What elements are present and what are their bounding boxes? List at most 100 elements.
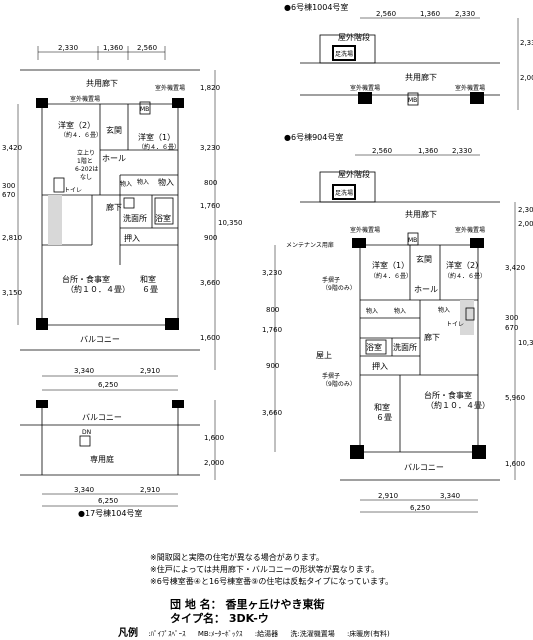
- label-1004-mb: MB: [408, 97, 417, 104]
- dim-top-2: 1,360: [103, 44, 123, 52]
- legend-title: 凡例: [118, 628, 138, 639]
- dim-904-right-1: 2,300: [518, 206, 533, 214]
- dim-right-6: 900: [204, 234, 217, 242]
- label-balcony: バルコニー: [80, 335, 120, 344]
- label-904-sink: 足洗場: [335, 189, 353, 197]
- room-904-oshiire: 押入: [372, 361, 388, 371]
- room-904-youshitsu1-size: （約４．６畳）: [370, 272, 412, 280]
- room-904-monoire2: 物入: [394, 307, 406, 315]
- room-youshitsu2: 洋室（2）: [58, 120, 95, 130]
- dim-904-left-4: 900: [266, 362, 279, 370]
- room-904-roka: 廊下: [424, 332, 440, 342]
- room-kitchen-size: （約１０．４畳）: [66, 284, 130, 294]
- dim-right-2: 3,230: [200, 144, 220, 152]
- room-note-2: 1階と: [77, 157, 93, 165]
- dim-904-right-5: 670: [505, 324, 518, 332]
- legend-washer: 洗:洗濯機置場: [290, 630, 335, 638]
- complex-value: 香里ヶ丘けやき東街: [225, 598, 325, 611]
- label-meter2: 室外機置場: [155, 84, 185, 92]
- dim-904-left-1: 3,230: [262, 269, 282, 277]
- room-904-railing2-a: 手摺子: [322, 372, 340, 380]
- dim-mid-total: 6,250: [98, 381, 118, 389]
- dim-904-top-1: 2,560: [372, 147, 392, 155]
- room-note-3: 6-202は: [75, 166, 98, 173]
- dim-top-3: 2,560: [137, 44, 157, 52]
- room-oshiire: 押入: [124, 233, 140, 243]
- room-904-senmenjo: 洗面所: [393, 342, 417, 352]
- dim-904-left-2: 800: [266, 306, 279, 314]
- room-904-railing2-b: （9階のみ）: [322, 380, 356, 388]
- type-row: タイプ名： 3DK-ウ: [170, 612, 325, 626]
- label-1004-sink: 足洗場: [335, 50, 353, 58]
- room-904-youshitsu2: 洋室（2）: [446, 260, 483, 270]
- room-904-kitchen-size: （約１０．４畳）: [426, 400, 490, 410]
- room-note-4: なし: [80, 174, 92, 181]
- label-dn: DN: [82, 429, 91, 436]
- dim-904-bottom-2: 3,340: [440, 492, 460, 500]
- label-mb: MB: [140, 106, 149, 113]
- dim-right-7: 3,660: [200, 279, 220, 287]
- dim-top-1: 2,330: [58, 44, 78, 52]
- dim-904-bottom-total: 6,250: [410, 504, 430, 512]
- room-904-kitchen: 台所・食事室: [424, 390, 472, 400]
- note-3: ※6号棟室番④と16号棟室番⑨の住宅は反転タイプになっています。: [150, 577, 394, 586]
- room-904-youshitsu2-size: （約４．６畳）: [444, 272, 486, 280]
- room-904-hall: ホール: [414, 285, 438, 294]
- dim-1004-right-1: 2,330: [520, 39, 533, 47]
- dim-mid-2: 2,910: [140, 367, 160, 375]
- legend-water-heater: :給湯器: [254, 630, 279, 638]
- dim-right-4: 1,760: [200, 202, 220, 210]
- dim-left-2: 300: [2, 182, 15, 190]
- label-corridor: 共用廊下: [86, 78, 118, 88]
- plan-6-904: ●6号棟904号室 2,560 1,360 2,330 屋外階段 足洗場 共用廊…: [262, 132, 533, 513]
- room-904-washitsu: 和室: [374, 402, 390, 412]
- dim-garden-2: 2,000: [204, 459, 224, 467]
- dim-904-bottom-1: 2,910: [378, 492, 398, 500]
- label-1004-corridor: 共用廊下: [405, 72, 437, 82]
- room-904-monoire3: 物入: [438, 306, 450, 314]
- dim-garden-1: 1,600: [204, 434, 224, 442]
- dim-1004-top-1: 2,560: [376, 10, 396, 18]
- room-note-1: 立上り: [77, 149, 95, 157]
- label-meter1: 室外機置場: [70, 95, 100, 103]
- dim-1004-right-2: 2,000: [520, 74, 533, 82]
- dim-904-right-4: 300: [505, 314, 518, 322]
- dim-bottom-1: 3,340: [74, 486, 94, 494]
- note-1: ※間取図と実際の住宅が異なる場合があります。: [150, 553, 324, 562]
- dim-right-1: 1,820: [200, 84, 220, 92]
- label-904-corridor: 共用廊下: [405, 209, 437, 219]
- label-904-meter2: 室外機置場: [455, 226, 485, 234]
- room-monoire3: 物入: [158, 177, 174, 187]
- type-value: 3DK-ウ: [228, 612, 269, 625]
- label-balcony2: バルコニー: [82, 413, 122, 422]
- dim-904-right-2: 2,000: [518, 220, 533, 228]
- legend-pipe-space: :ﾊﾟｲﾌﾟｽﾍﾟｰｽ: [148, 630, 186, 638]
- room-youshitsu1-size: （約４．６畳）: [138, 143, 180, 151]
- legend-floor-heating: :床暖房(有料): [346, 630, 390, 638]
- room-youshitsu1: 洋室（1）: [138, 132, 175, 142]
- dim-904-right-7: 5,960: [505, 394, 525, 402]
- dim-904-right-3: 3,420: [505, 264, 525, 272]
- room-monoire2: 物入: [137, 178, 149, 186]
- notes-block: ※間取図と実際の住宅が異なる場合があります。 ※住戸によっては共用廊下・バルコニ…: [150, 552, 393, 588]
- complex-row: 団 地 名： 香里ヶ丘けやき東街: [170, 598, 325, 612]
- dim-right-8: 1,600: [200, 334, 220, 342]
- label-1004-stairs: 屋外階段: [338, 32, 370, 42]
- dim-904-left-5: 3,660: [262, 409, 282, 417]
- room-904-toilet: トイレ: [446, 321, 464, 328]
- label-904-mb: MB: [408, 237, 417, 244]
- type-label: タイプ名：: [170, 612, 225, 625]
- room-904-youshitsu1: 洋室（1）: [372, 260, 409, 270]
- room-toilet: トイレ: [64, 187, 82, 194]
- room-904-okujo: 屋上: [316, 351, 332, 360]
- label-904-stairs: 屋外階段: [338, 169, 370, 179]
- room-genkan: 玄関: [106, 125, 122, 135]
- label-904-balcony: バルコニー: [404, 463, 444, 472]
- room-washitsu-size: ６畳: [142, 285, 158, 294]
- complex-label: 団 地 名：: [170, 598, 222, 611]
- room-yokushitsu: 浴室: [155, 213, 171, 223]
- legend: 凡例 :ﾊﾟｲﾌﾟｽﾍﾟｰｽ MB:ﾒｰﾀｰﾎﾞｯｸｽ :給湯器 洗:洗濯機置場…: [118, 624, 400, 639]
- room-washitsu: 和室: [140, 274, 156, 284]
- room-904-genkan: 玄関: [416, 254, 432, 264]
